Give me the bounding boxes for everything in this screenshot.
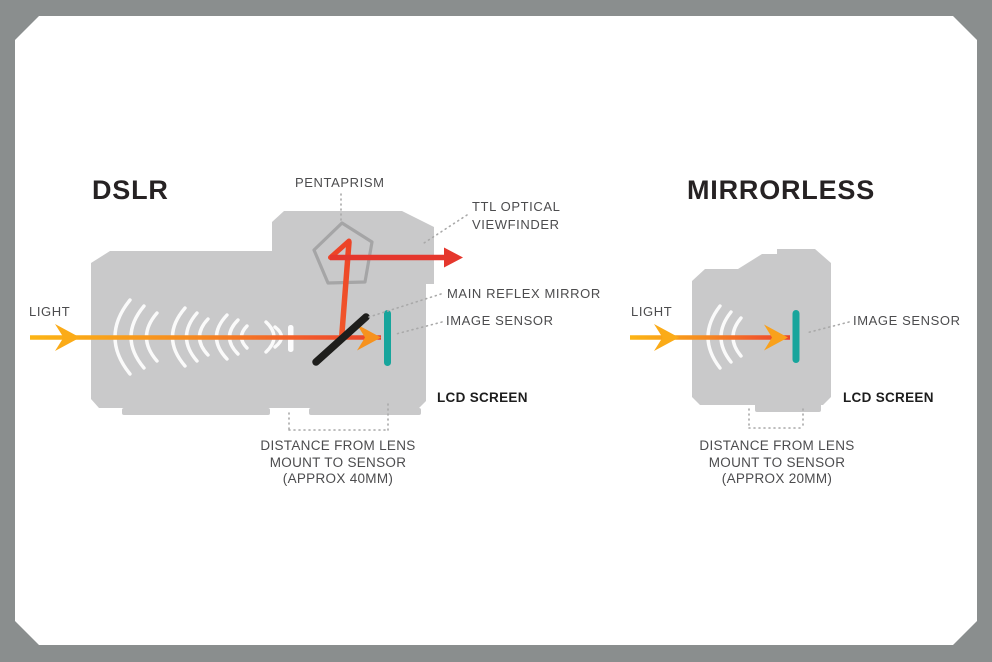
camera-comparison-diagram [15,16,977,645]
mirrorless-foot [755,403,821,412]
ttl-line2: VIEWFINDER [472,217,560,232]
dslr-lcd-screen-label: LCD SCREEN [437,390,528,405]
mirrorless-beam-arrowhead-2 [764,325,788,351]
mirrorless-lcd-screen-label: LCD SCREEN [843,390,934,405]
pentaprism-label: PENTAPRISM [295,175,385,190]
dslr-light-label: LIGHT [29,304,71,319]
mirrorless-distance-line1: DISTANCE FROM LENS [699,438,855,453]
viewfinder-light-path [330,241,463,339]
dslr-image-sensor-leader [396,322,442,334]
diagram-panel: DSLR MIRRORLESS PENTAPRISM TTL OPTICAL V… [15,16,977,645]
dslr-distance-note: DISTANCE FROM LENS MOUNT TO SENSOR (APPR… [238,438,438,488]
dslr-title: DSLR [92,175,169,205]
mirrorless-camera [630,249,849,428]
dslr-leader-lines [341,194,467,334]
dslr-foot-left [122,408,270,415]
dslr-beam-arrowhead-2 [357,325,381,351]
dslr-beam-arrowhead-1 [55,324,80,351]
mirrorless-distance-note: DISTANCE FROM LENS MOUNT TO SENSOR (APPR… [677,438,877,488]
mirrorless-title: MIRRORLESS [687,175,876,205]
mirrorless-distance-line3: (APPROX 20MM) [721,471,833,486]
ttl-optical-viewfinder-label: TTL OPTICAL VIEWFINDER [472,198,560,234]
mirrorless-image-sensor-shape [793,310,800,363]
main-reflex-mirror-shape [316,317,366,362]
mirrorless-image-sensor-label: IMAGE SENSOR [853,313,961,328]
dslr-foot-right [309,408,421,415]
mirrorless-light-label: LIGHT [631,304,673,319]
ttl-line1: TTL OPTICAL [472,199,561,214]
dslr-distance-line1: DISTANCE FROM LENS [260,438,416,453]
main-reflex-mirror-label: MAIN REFLEX MIRROR [447,286,601,301]
ttl-viewfinder-leader [424,215,467,243]
viewfinder-arrowhead [444,248,463,268]
mirrorless-camera-body [692,249,831,405]
dslr-image-sensor-label: IMAGE SENSOR [446,313,554,328]
mirrorless-distance-line2: MOUNT TO SENSOR [708,454,846,470]
dslr-distance-line2: MOUNT TO SENSOR [269,454,407,470]
dslr-camera [30,194,467,430]
dslr-image-sensor-shape [384,310,391,366]
mirrorless-distance-bracket [749,409,803,428]
dslr-distance-line3: (APPROX 40MM) [282,471,394,486]
mirrorless-beam-arrowhead-1 [654,324,679,351]
dslr-distance-bracket [289,404,388,430]
